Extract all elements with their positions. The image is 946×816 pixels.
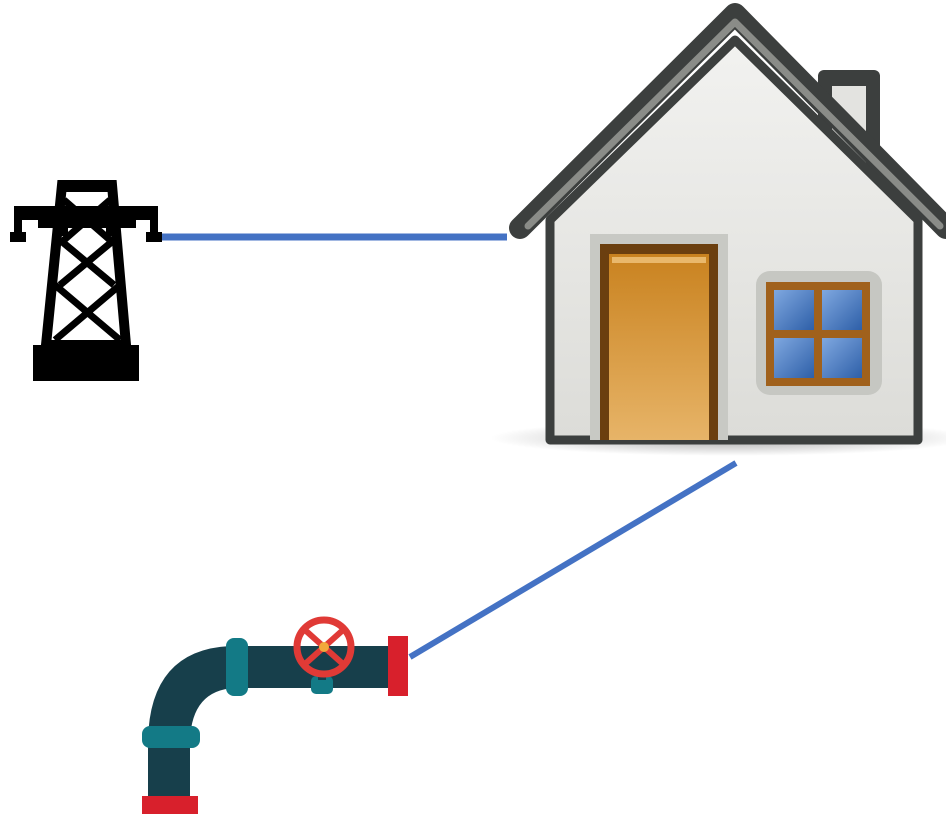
house-icon [490, 3, 946, 456]
pipe-valve-icon [142, 616, 408, 814]
power-tower-icon [10, 180, 162, 381]
water-to-house-connector [408, 460, 738, 660]
